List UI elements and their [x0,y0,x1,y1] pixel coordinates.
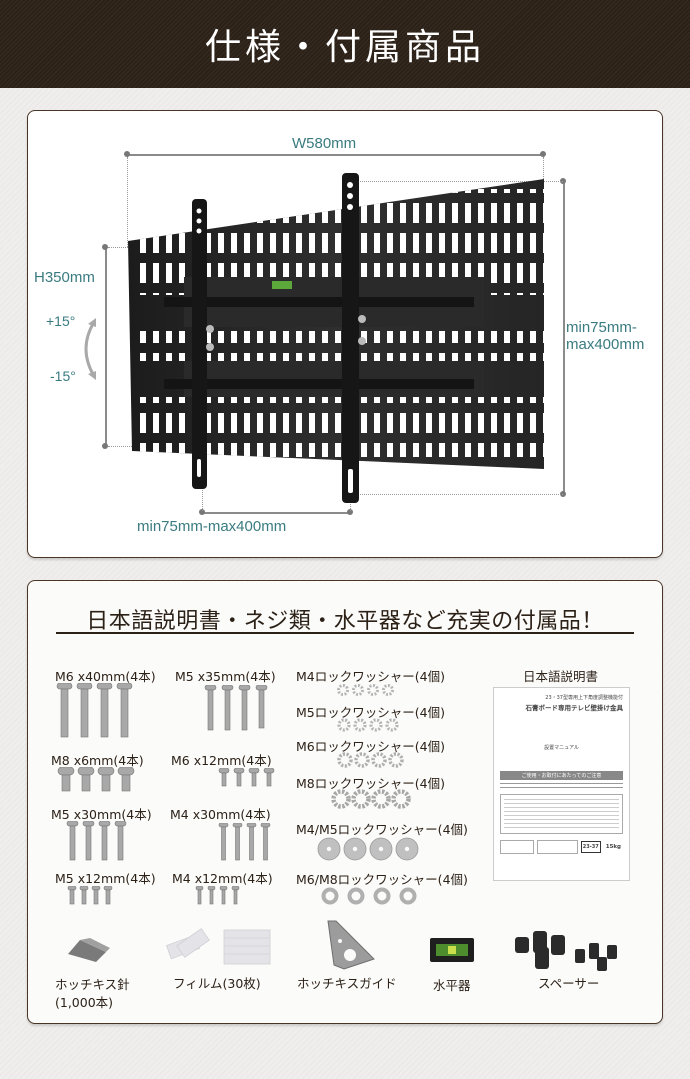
staple-guide-label: ホッチキスガイド [297,976,397,991]
screw-m8x6-image [57,767,135,792]
spacer-image [515,931,617,971]
spec-panel: W580mm H350mm +15° -15° min75mm- max400m… [27,110,663,558]
manual-label: 日本語説明書 [523,669,599,684]
manual-spec-row: 23-37 15kg [500,840,623,854]
washer-m5-image [337,718,399,732]
manual-doc-section: 設置マニュアル [544,745,579,751]
screw-label: M5 x12mm(4本) [55,871,156,886]
washer-label: M6ロックワッシャー(4個) [296,739,445,754]
wall-mount-image [128,173,544,503]
manual-image: 23・37型専用上下角度調整機能付 石膏ボード専用テレビ壁掛け金具 設置マニュア… [493,687,630,881]
screw-label: M6 x12mm(4本) [171,753,272,768]
screw-m4x30-image [218,823,271,861]
screw-m6x40-image [56,683,133,738]
level-image [430,938,474,962]
screw-label: M5 x30mm(4本) [51,807,152,822]
manual-doc-notice: ご使用・お取付にあたってのご注意 [500,771,623,780]
dimension-point [540,151,546,157]
horizontal-vesa-line [202,512,350,514]
washer-m8-image [331,789,411,809]
screw-label: M4 x12mm(4本) [172,871,273,886]
dimension-point [102,443,108,449]
tilt-up-label: +15° [46,313,76,329]
spacer-label: スペーサー [538,976,600,991]
screw-label: M5 x35mm(4本) [175,669,276,684]
washer-m6-image [337,752,404,768]
staples-sublabel: (1,000本) [55,995,114,1010]
manual-doc-weight: 15kg [605,844,621,850]
film-image [165,928,271,965]
page-header: 仕様・付属商品 [0,0,690,88]
vertical-vesa-line [563,181,565,494]
guide-line [108,247,130,248]
dimension-point [560,491,566,497]
screw-m5x30-image [66,821,127,861]
screw-label: M8 x6mm(4本) [51,753,144,768]
dimension-point [560,178,566,184]
manual-doc-title: 石膏ボード専用テレビ壁掛け金具 [525,704,624,712]
staples-label: ホッチキス針 [55,977,130,992]
dimension-point [347,509,353,515]
manual-notice-box [500,794,623,834]
accessories-panel: 日本語説明書・ネジ類・水平器など充実の付属品！ M6 x40mm(4本) M5 … [27,580,663,1024]
dimension-point [124,151,130,157]
height-label: H350mm [34,269,95,286]
tilt-arrow-icon [84,318,96,380]
screw-m6x12-image [218,768,275,787]
accessories-title: 日本語説明書・ネジ類・水平器など充実の付属品！ [86,609,604,634]
film-label: フィルム(30枚) [173,976,261,991]
washer-m4-image [337,684,394,696]
guide-line [353,181,563,182]
guide-line [543,157,544,187]
vertical-vesa-label-1: min75mm- [566,319,637,336]
washer-label: M8ロックワッシャー(4個) [296,776,445,791]
manual-doc-line1: 23・37型専用上下角度調整機能付 [545,695,623,701]
page-title: 仕様・付属商品 [204,27,485,68]
guide-line [108,446,138,447]
washer-label: M4ロックワッシャー(4個) [296,669,445,684]
screw-label: M6 x40mm(4本) [55,669,156,684]
horizontal-vesa-label: min75mm-max400mm [137,518,287,535]
guide-line [202,483,203,511]
washer-label: M5ロックワッシャー(4個) [296,705,445,720]
dimension-point [199,509,205,515]
guide-line [127,157,128,247]
staple-guide-image [327,920,375,970]
width-label: W580mm [292,135,357,152]
screw-label: M4 x30mm(4本) [170,807,271,822]
washer-label: M6/M8ロックワッシャー(4個) [296,872,468,887]
flat-washer-m6m8-image [321,887,417,905]
height-dimension-line [105,248,107,446]
flat-washer-m4m5-image [317,837,419,861]
screw-m5x35-image [204,685,268,731]
title-divider [56,632,634,634]
washer-label: M4/M5ロックワッシャー(4個) [296,822,468,837]
screw-m4x12-image [195,886,240,905]
width-dimension-line [128,154,544,156]
manual-doc-size: 23-37 [580,841,601,853]
level-label: 水平器 [433,978,471,993]
staples-image [68,938,110,962]
guide-line [353,494,563,495]
screw-m5x12-image [67,886,113,905]
vertical-vesa-label-2: max400mm [566,336,645,353]
manual-text-block [500,783,623,791]
dimension-point [102,244,108,250]
tilt-down-label: -15° [50,368,76,384]
